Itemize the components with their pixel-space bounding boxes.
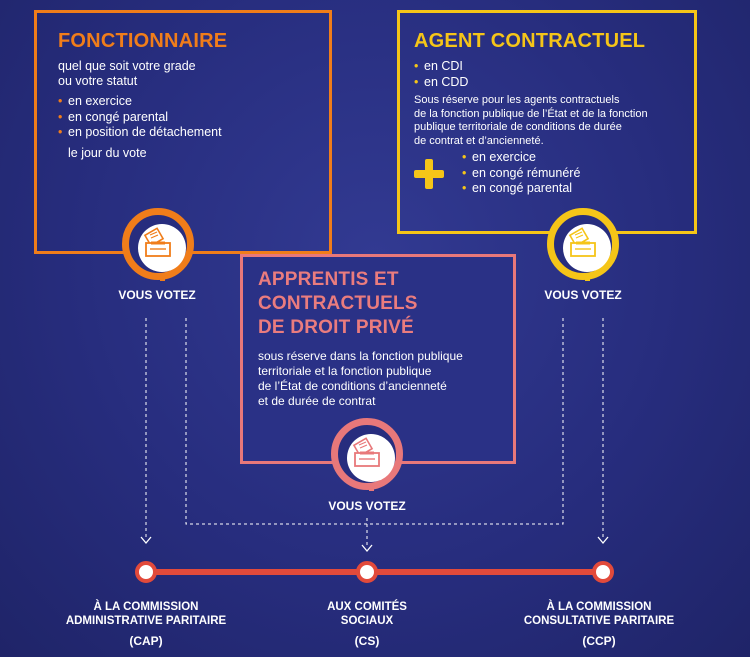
destination-ccp: À LA COMMISSION CONSULTATIVE PARITAIRE (…	[499, 600, 699, 648]
apprentis-title-line: APPRENTIS ET	[258, 269, 399, 290]
agent-contractuel-box	[397, 10, 697, 234]
list-item: en congé parental	[58, 110, 222, 126]
fonctionnaire-list: en exercice en congé parental en positio…	[58, 94, 222, 141]
destination-line: À LA COMMISSION	[546, 601, 652, 613]
fonctionnaire-intro-line: quel que soit votre grade	[58, 59, 196, 73]
destination-abbr: (CCP)	[582, 634, 616, 648]
agent-contract-list: en CDI en CDD	[414, 59, 468, 90]
agent-title: AGENT CONTRACTUEL	[414, 30, 646, 52]
apprentis-title-line: DE DROIT PRIVÉ	[258, 317, 414, 338]
destination-line: AUX COMITÉS	[327, 601, 407, 613]
list-item: en position de détachement	[58, 125, 222, 141]
agent-note: Sous réserve pour les agents contractuel…	[414, 94, 648, 148]
apprentis-note-line: sous réserve dans la fonction publique	[258, 349, 463, 363]
agent-note-line: de la fonction publique de l’État et de …	[414, 107, 648, 120]
plus-icon	[414, 159, 444, 189]
timeline-node-cap	[135, 561, 157, 583]
apprentis-title: APPRENTIS ET CONTRACTUELS DE DROIT PRIVÉ	[258, 268, 418, 340]
vote-label-agent: VOUS VOTEZ	[544, 288, 622, 302]
apprentis-title-line: CONTRACTUELS	[258, 293, 418, 314]
arrowhead-cap	[140, 536, 152, 545]
list-item: en congé parental	[462, 181, 580, 197]
list-item: en exercice	[462, 150, 580, 166]
timeline-node-cs	[356, 561, 378, 583]
apprentis-note-line: de l’État de conditions d’ancienneté	[258, 379, 447, 393]
destination-line: ADMINISTRATIVE PARITAIRE	[65, 615, 227, 627]
apprentis-note-line: et de durée de contrat	[258, 394, 376, 408]
list-item: en CDD	[414, 75, 468, 91]
destination-abbr: (CS)	[354, 634, 380, 648]
list-item: en congé rémunéré	[462, 166, 580, 182]
agent-note-line: publique territoriale de conditions de d…	[414, 121, 622, 133]
destination-cap: À LA COMMISSION ADMINISTRATIVE PARITAIRE…	[46, 600, 246, 648]
apprentis-note-line: territoriale et la fonction publique	[258, 364, 432, 378]
ballot-box-icon	[352, 437, 380, 467]
list-item: en exercice	[58, 94, 222, 110]
destination-abbr: (CAP)	[129, 634, 163, 648]
fonctionnaire-title: FONCTIONNAIRE	[58, 30, 228, 52]
fonctionnaire-intro: quel que soit votre grade ou votre statu…	[58, 59, 196, 89]
fonctionnaire-list-continuation: le jour du vote	[68, 146, 147, 160]
vote-label-apprentis: VOUS VOTEZ	[328, 499, 406, 513]
timeline-node-ccp	[592, 561, 614, 583]
destination-cs: AUX COMITÉS SOCIAUX (CS)	[267, 600, 467, 648]
ballot-badge-agent	[547, 208, 619, 281]
arrowhead-ccp	[597, 536, 609, 545]
fonctionnaire-intro-line: ou votre statut	[58, 74, 138, 88]
agent-note-line: de contrat et d’ancienneté.	[414, 134, 544, 147]
ballot-box-icon	[568, 227, 596, 257]
ballot-badge-fonctionnaire	[122, 208, 194, 281]
agent-note-line: Sous réserve pour les agents contractuel…	[414, 94, 620, 106]
destination-line: SOCIAUX	[340, 615, 394, 627]
list-item: en CDI	[414, 59, 468, 75]
vote-label-fonctionnaire: VOUS VOTEZ	[118, 288, 196, 302]
flow-line-fonctionnaire-cs	[185, 318, 367, 525]
arrowhead-cs	[361, 544, 373, 553]
apprentis-note: sous réserve dans la fonction publique t…	[258, 349, 463, 409]
agent-status-list: en exercice en congé rémunéré en congé p…	[462, 150, 580, 197]
destination-line: CONSULTATIVE PARITAIRE	[523, 615, 675, 627]
ballot-badge-apprentis	[331, 418, 403, 491]
ballot-box-icon	[143, 227, 171, 257]
flow-line-agent-cs	[367, 318, 564, 525]
destination-line: À LA COMMISSION	[93, 601, 199, 613]
